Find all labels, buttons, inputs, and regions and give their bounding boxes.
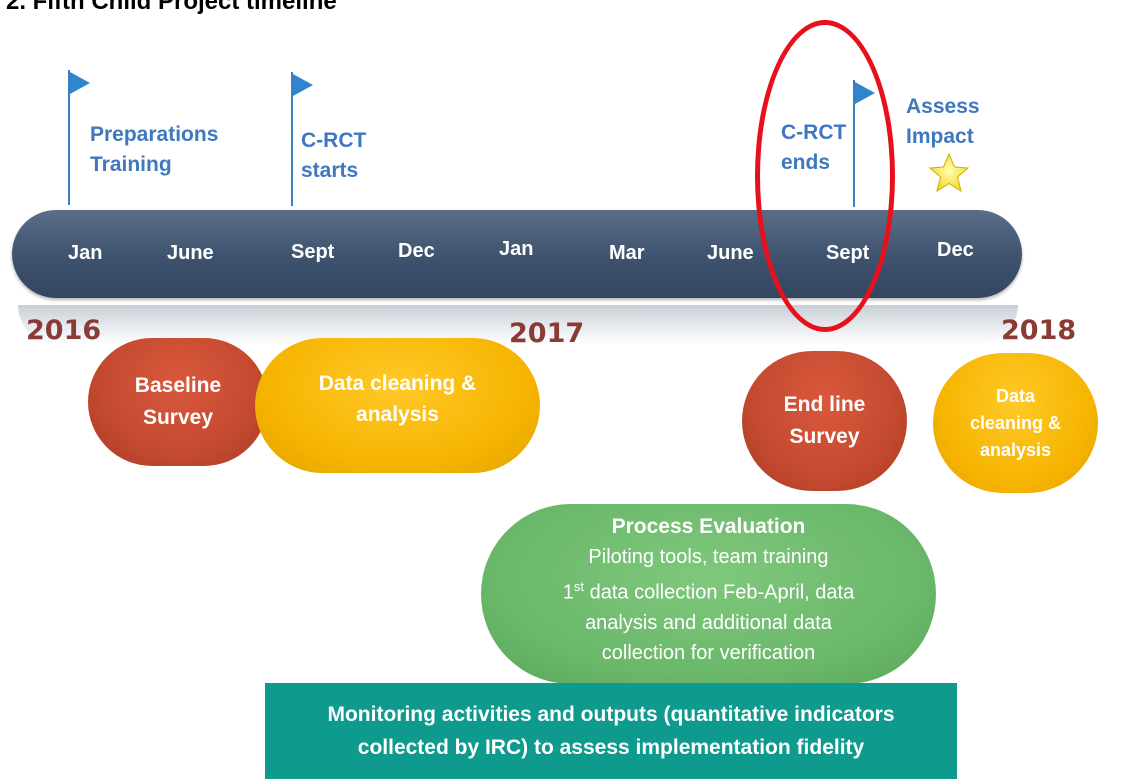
cleaning-line: Data cleaning &: [318, 371, 477, 395]
page-title: 2. Fifth Child Project timeline: [6, 0, 337, 15]
endline-line: Survey: [789, 425, 860, 448]
flag-icon: [293, 74, 313, 96]
milestone-line: Assess: [906, 95, 980, 118]
endline-line: End line: [783, 393, 866, 416]
milestone-line: Impact: [906, 125, 974, 148]
data-cleaning-analysis-1: Data cleaning & analysis: [255, 338, 540, 473]
milestone-label-crct-start: C-RCT starts: [301, 126, 366, 186]
baseline-line: Survey: [142, 406, 214, 429]
endline-survey: End line Survey: [742, 351, 907, 491]
monitoring-line: Monitoring activities and outputs (quant…: [327, 703, 895, 726]
cleaning-line: analysis: [979, 439, 1052, 460]
flag-pole: [68, 70, 70, 205]
year-label: 2016: [26, 315, 102, 346]
cleaning-line: Data: [995, 385, 1035, 406]
cleaning-line: cleaning &: [969, 412, 1062, 433]
month-label: June: [167, 242, 214, 264]
data-cleaning-analysis-2: Data cleaning & analysis: [933, 353, 1098, 493]
month-label: Jan: [68, 242, 103, 264]
superscript: st: [573, 579, 585, 595]
baseline-survey: Baseline Survey: [88, 338, 268, 466]
month-label: Dec: [398, 240, 435, 262]
process-text: 1: [562, 581, 574, 604]
monitoring-line: collected by IRC) to assess implementati…: [357, 736, 865, 759]
milestone-line: starts: [301, 159, 359, 182]
milestone-line: Preparations: [90, 123, 219, 146]
flag-pole: [291, 72, 293, 206]
milestone-line: C-RCT: [301, 129, 367, 152]
milestone-label-preparations: Preparations Training: [90, 120, 218, 180]
year-label: 2018: [1001, 315, 1077, 346]
star-icon: [928, 152, 970, 193]
process-evaluation: Process Evaluation Piloting tools, team …: [481, 504, 936, 684]
milestone-label-assess-impact: Assess Impact: [906, 92, 980, 152]
flag-icon: [70, 72, 90, 94]
month-label: Jan: [499, 238, 534, 260]
process-text: data collection Feb-April, data: [584, 581, 855, 604]
month-label: Mar: [609, 242, 645, 264]
month-label: Dec: [937, 239, 974, 261]
process-title: Process Evaluation: [611, 515, 806, 539]
year-label: 2017: [509, 318, 585, 349]
monitoring-box: Monitoring activities and outputs (quant…: [265, 683, 957, 779]
process-line: analysis and additional data: [585, 611, 832, 634]
process-line: collection for verification: [601, 641, 816, 664]
month-label: June: [707, 242, 754, 264]
baseline-line: Baseline: [134, 374, 222, 397]
highlight-ellipse: [755, 20, 895, 332]
process-line: Piloting tools, team training: [588, 546, 829, 569]
milestone-line: Training: [90, 153, 172, 176]
process-line: 1st data collection Feb-April, data: [563, 572, 854, 608]
month-label: Sept: [291, 241, 335, 263]
cleaning-line: analysis: [356, 402, 439, 426]
